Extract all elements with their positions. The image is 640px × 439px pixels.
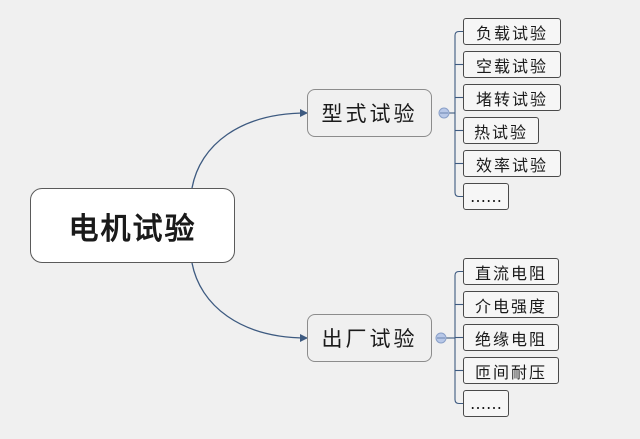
leaf-node-more[interactable]: …… (463, 390, 509, 417)
leaf-node-dielectric-strength[interactable]: 介电强度 (463, 291, 559, 318)
leaf-node-insulation-resistance[interactable]: 绝缘电阻 (463, 324, 559, 351)
connector-root-to-type-test (191, 109, 308, 189)
bracket-factory-test (446, 270, 463, 405)
branch-node-type-test[interactable]: 型式试验 (307, 89, 432, 137)
branch-node-factory-test[interactable]: 出厂试验 (307, 314, 432, 362)
leaf-node-no-load-test[interactable]: 空载试验 (463, 51, 561, 78)
bracket-line (454, 192, 463, 198)
bracket-line (454, 399, 463, 405)
leaf-node-load-test[interactable]: 负载试验 (463, 18, 561, 45)
root-node-motor-test[interactable]: 电机试验 (30, 188, 235, 263)
leaf-node-more[interactable]: …… (463, 183, 509, 210)
leaf-node-efficiency-test[interactable]: 效率试验 (463, 150, 561, 177)
leaf-node-heat-test[interactable]: 热试验 (463, 117, 539, 144)
bracket-line (454, 30, 463, 36)
leaf-node-locked-rotor-test[interactable]: 堵转试验 (463, 84, 561, 111)
leaf-node-dc-resistance[interactable]: 直流电阻 (463, 258, 559, 285)
connector-root-to-factory-test (191, 262, 308, 342)
bracket-type-test (449, 30, 463, 198)
bracket-line (454, 270, 463, 276)
leaf-node-turn-to-turn-withstand[interactable]: 匝间耐压 (463, 357, 559, 384)
